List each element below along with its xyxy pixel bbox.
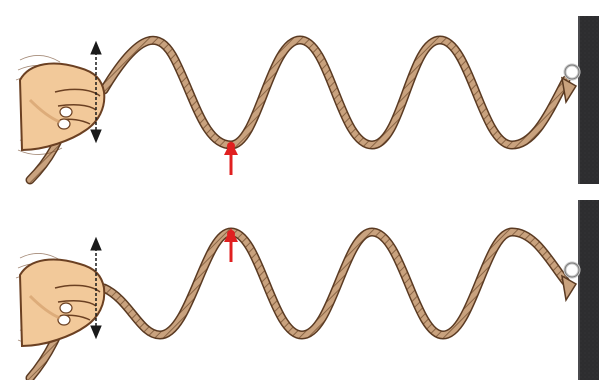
wall-edge — [578, 16, 580, 184]
marker-arrow-icon — [224, 141, 238, 175]
rope-outline — [104, 40, 566, 145]
motion-arrow-icon — [91, 42, 101, 142]
rope-outline — [104, 232, 566, 335]
motion-lines — [16, 55, 64, 154]
hand-icon — [20, 64, 104, 150]
wall-edge — [578, 200, 580, 380]
wall — [578, 16, 599, 184]
wall — [578, 200, 599, 380]
rope — [104, 232, 566, 335]
ring-icon — [565, 65, 579, 79]
rope-tail — [30, 110, 70, 180]
rope-knot — [562, 78, 576, 102]
motion-arrow-icon — [91, 238, 101, 338]
rope-tail — [30, 305, 70, 378]
motion-lines — [16, 253, 64, 344]
top-panel — [16, 16, 599, 184]
rope-knot — [562, 276, 576, 300]
hand-icon — [20, 259, 104, 346]
ring-icon — [565, 263, 579, 277]
rope — [104, 40, 566, 145]
marker-arrow-icon — [224, 228, 238, 262]
bottom-panel — [16, 200, 599, 380]
